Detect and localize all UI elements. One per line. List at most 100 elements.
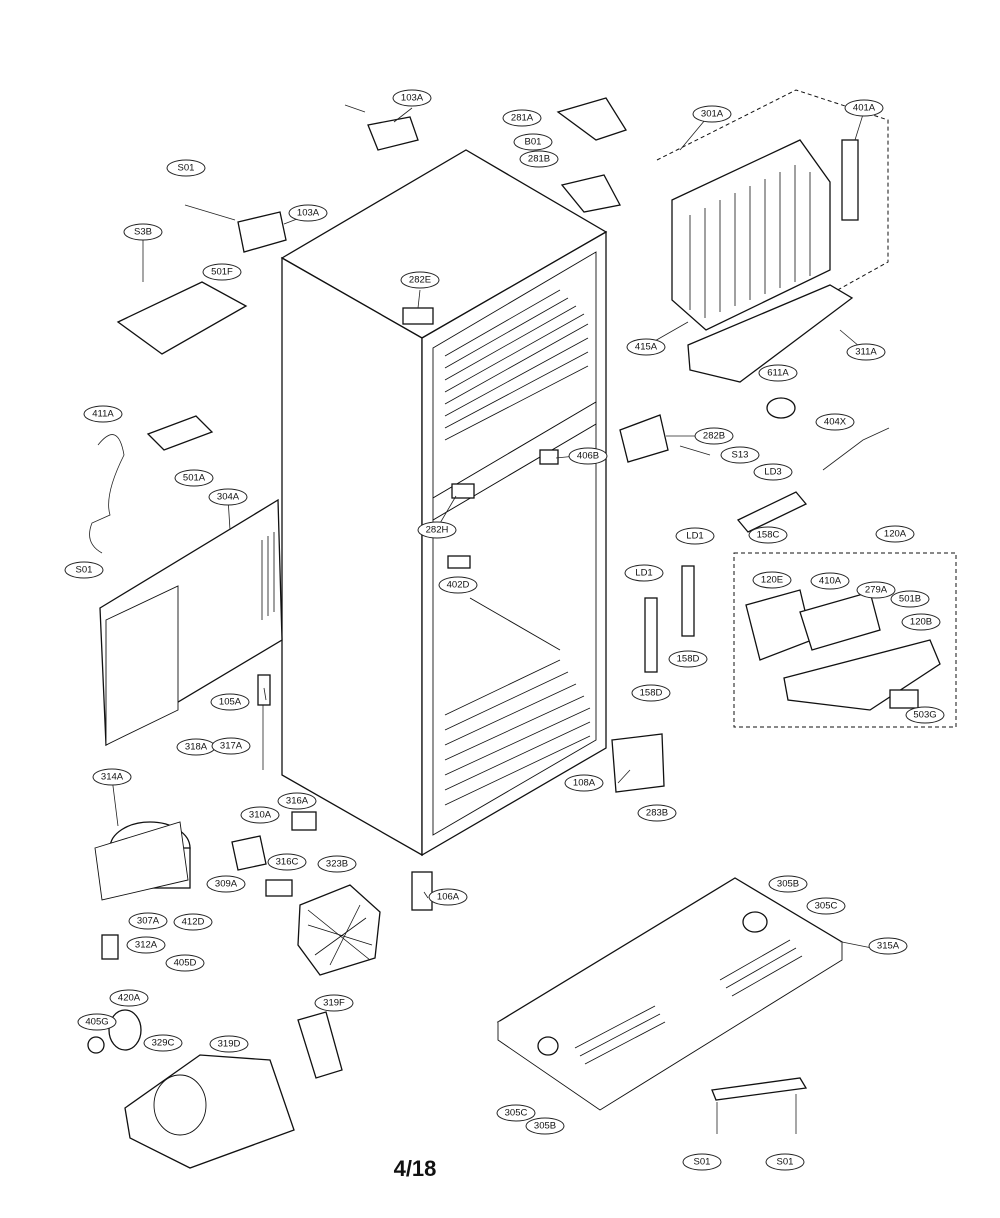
callout-317a: 317A [211,737,251,755]
part-158D-right [681,565,695,637]
callout-310a: 310A [240,806,280,824]
callout-bubble [694,427,734,445]
part-411A [89,434,125,554]
callout-bubble [173,913,213,931]
callout-282b: 282B [694,427,734,445]
callout-text: S3B [134,227,152,238]
callout-501a: 501A [174,469,214,487]
callout-text: 108A [573,778,596,789]
callout-103a: 103A [392,89,432,107]
part-402D [447,555,471,569]
callout-402d: 402D [438,576,478,594]
callout-text: 406B [577,451,599,462]
callout-text: 402D [447,580,470,591]
callout-406b: 406B [568,447,608,465]
callout-bubble [209,1035,249,1053]
callout-bubble [288,204,328,222]
callout-bubble [314,994,354,1012]
part-501A [146,415,214,451]
callout-bubble [806,897,846,915]
callout-ld1: LD1 [675,527,715,545]
callout-bubble [277,792,317,810]
callout-text: 120E [761,575,783,586]
callout-bubble [815,413,855,431]
evaporator-group-outline [656,89,889,323]
callout-ld1: LD1 [624,564,664,582]
callout-420a: 420A [109,989,149,1007]
callout-319f: 319F [314,994,354,1012]
callout-bubble [502,109,542,127]
callout-text: S01 [76,565,93,576]
callout-s01: S01 [682,1153,722,1171]
callout-text: 420A [118,993,141,1004]
callout-text: 315A [877,941,900,952]
callout-s01: S01 [64,561,104,579]
callout-text: LD1 [635,568,652,579]
callout-s3b: S3B [123,223,163,241]
page-number: 4/18 [394,1156,437,1181]
callout-415a: 415A [626,338,666,356]
callout-text: 329C [152,1038,175,1049]
callout-bubble [202,263,242,281]
callout-bubble [568,447,608,465]
callout-text: 307A [137,916,160,927]
part-LD3 [736,491,808,533]
callout-text: 301A [701,109,724,120]
part-120B [783,639,941,711]
callout-text: 310A [249,810,272,821]
part-501F [116,281,248,355]
callout-text: 120B [910,617,932,628]
callout-text: 404X [824,417,847,428]
part-305C-lower [537,1036,559,1056]
callout-bubble [675,527,715,545]
callout-316c: 316C [267,853,307,871]
callout-bubble [174,469,214,487]
callout-bubble [868,937,908,955]
part-323B-coil [307,904,373,966]
part-410A [799,591,881,651]
part-103A-lower [237,211,287,253]
part-301A [671,139,831,331]
callout-text: 120A [884,529,907,540]
callout-text: 279A [865,585,888,596]
callout-bubble [758,364,798,382]
callout-329c: 329C [143,1034,183,1052]
callout-bubble [753,463,793,481]
callout-405g: 405G [77,1013,117,1031]
callout-305c: 305C [806,897,846,915]
callout-text: 411A [92,409,114,420]
callout-323b: 323B [317,855,357,873]
callout-text: 405G [85,1017,108,1028]
callout-b01: B01 [513,133,553,151]
part-282B [619,414,669,463]
part-311A [687,284,854,383]
callout-labels: 103AS01103AS3B501F282E281AB01281B301A401… [64,89,945,1171]
callout-text: 410A [819,576,842,587]
callout-314a: 314A [92,768,132,786]
callout-305b: 305B [768,875,808,893]
callout-text: 412D [182,917,205,928]
part-319F [297,1011,343,1079]
callout-bubble [123,223,163,241]
part-316C [265,879,293,897]
callout-text: 316C [276,857,299,868]
part-319D-housing [124,1054,295,1169]
part-315A-edge [497,942,843,1111]
callout-s01: S01 [765,1153,805,1171]
callout-105a: 105A [210,693,250,711]
callout-bubble [267,853,307,871]
callout-307a: 307A [128,912,168,930]
callout-text: 305C [505,1108,528,1119]
callout-text: 316A [286,796,309,807]
callout-text: 305B [777,879,799,890]
callout-bubble [856,581,896,599]
callout-304a: 304A [208,488,248,506]
callout-text: 305B [534,1121,556,1132]
part-406B [539,449,559,465]
callout-401a: 401A [844,99,884,117]
callout-bubble [810,572,850,590]
callout-501f: 501F [202,263,242,281]
callout-412d: 412D [173,913,213,931]
callout-bubble [438,576,478,594]
callout-ld3: LD3 [753,463,793,481]
